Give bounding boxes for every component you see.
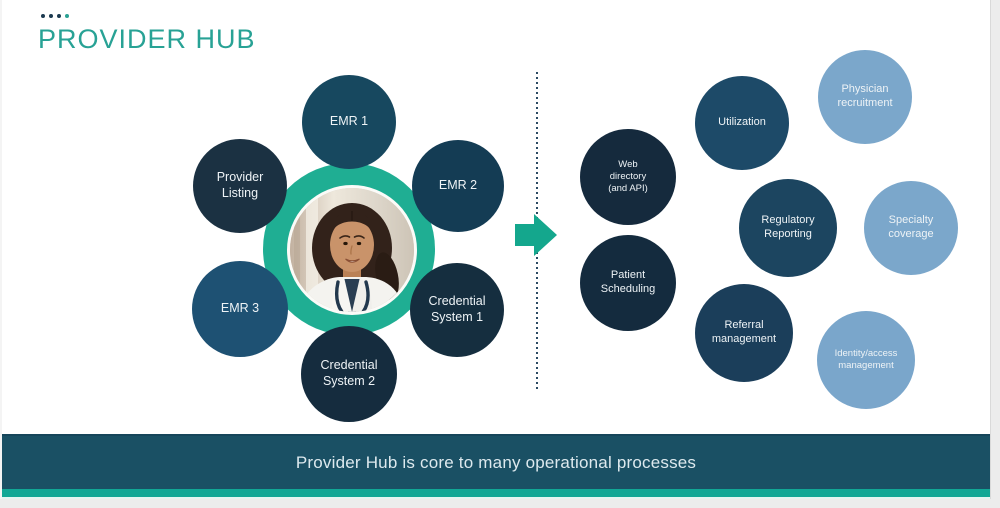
hub-node-credential-system-2: Credential System 2 [301,326,397,422]
banner-text: Provider Hub is core to many operational… [295,452,697,472]
hub-node-regulatory-reporting: Regulatory Reporting [739,179,837,277]
node-label: Specialty coverage [888,214,934,240]
brand-dot-1 [41,14,45,18]
bottom-banner: Provider Hub is core to many operational… [2,434,990,489]
node-label: Patient Scheduling [600,269,656,295]
hub-node-web-directory: Web directory (and API) [580,129,676,225]
frame-right-edge [990,0,1000,508]
page-title: PROVIDER HUB [38,24,256,54]
node-label: Web directory (and API) [608,159,648,194]
node-label: EMR 2 [438,178,478,193]
banner-accent-strip [2,489,990,497]
frame-left-edge [0,0,2,508]
hub-node-emr-1: EMR 1 [302,75,396,169]
hub-node-credential-system-1: Credential System 1 [410,263,504,357]
hub-node-physician-recruitment: Physician recruitment [818,50,912,144]
node-label: EMR 3 [220,301,260,316]
node-label: Provider Listing [216,170,264,200]
brand-dot-3 [57,14,61,18]
hub-node-identity-access-management: Identity/access management [817,311,915,409]
hub-node-referral-management: Referral management [695,284,793,382]
brand-dot-4 [65,14,69,18]
hub-node-emr-3: EMR 3 [192,261,288,357]
node-label: Identity/access management [834,348,898,371]
node-label: EMR 1 [329,114,369,129]
node-label: Credential System 2 [320,358,378,388]
node-label: Utilization [718,116,766,129]
female-doctor-illustration [290,188,414,312]
node-label: Regulatory Reporting [761,214,815,240]
hub-node-utilization: Utilization [695,76,789,170]
doctor-photo [287,185,417,315]
node-label: Referral management [711,319,777,345]
hub-node-patient-scheduling: Patient Scheduling [580,235,676,331]
node-label: Physician recruitment [837,83,893,109]
hub-node-provider-listing: Provider Listing [193,139,287,233]
hub-node-specialty-coverage: Specialty coverage [864,181,958,275]
brand-dots [41,14,69,18]
frame-bottom-edge [0,499,1000,508]
node-label: Credential System 1 [428,294,486,324]
right-arrow-icon [515,214,557,256]
brand-dot-2 [49,14,53,18]
banner-underline [2,497,990,499]
hub-node-emr-2: EMR 2 [412,140,504,232]
right-arrow-shape [515,214,557,256]
